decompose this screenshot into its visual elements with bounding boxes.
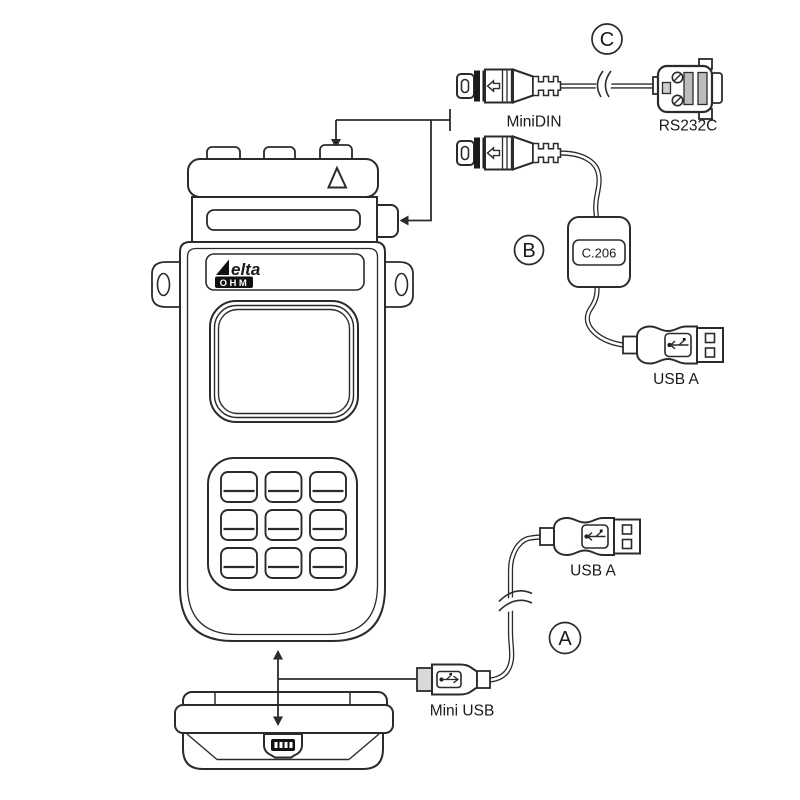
dock-mini-usb-port [263,733,303,759]
callout-b-letter: B [522,240,535,262]
usb-a-connector-b [622,325,724,365]
left-ear [151,261,185,308]
cable-break-icon [594,70,613,99]
device: elta OHM [151,144,414,642]
usb-a-connector-a [539,517,641,556]
keypad [207,457,358,591]
brand-logo-box: OHM [220,278,250,289]
device-top-cap [187,158,379,198]
callout-c: C [591,23,623,55]
cable-a: A USB A Mini USB [416,517,641,720]
dock-band [174,704,394,734]
keypad-keys [220,471,347,579]
callout-c-letter: C [600,29,614,51]
cable-b: C.206 B USB A [456,135,724,388]
dock-connection-arrows [273,650,416,726]
neck-slot [206,209,361,231]
label-rs232c: RS232C [659,118,718,135]
arrow-up-icon [273,650,283,660]
brand-logo: elta OHM [215,259,260,289]
warning-triangle-icon [326,165,348,189]
cable-break-icon [496,590,535,614]
dock [174,691,394,770]
cable-c: C MiniDIN RS232C [456,23,723,135]
label-mini-usb: Mini USB [430,703,495,720]
screw-icon [671,71,684,84]
minidin-connector-c [456,68,562,104]
label-usb-a-cable-b: USB A [653,371,699,388]
right-ear [380,261,414,308]
label-usb-a-cable-a: USB A [570,563,616,580]
arrow-down-icon [273,716,283,726]
screw-icon [671,94,684,107]
rs232-connector [652,58,723,120]
arrow-down-icon [331,120,341,149]
callout-a-letter: A [558,628,572,650]
callout-a: A [548,621,582,655]
minidin-connector-b [456,135,562,171]
display-screen [209,300,359,423]
adapter-box: C.206 [567,216,631,288]
brand-logo-italic: elta [231,260,260,279]
callout-b: B [513,234,545,266]
connection-lines-top [331,109,451,226]
mini-usb-connector [416,663,491,696]
usb-trident-icon [439,673,460,684]
label-minidin: MiniDIN [506,114,561,131]
arrow-left-icon [399,215,409,226]
label-adapter-model: C.206 [582,246,617,261]
